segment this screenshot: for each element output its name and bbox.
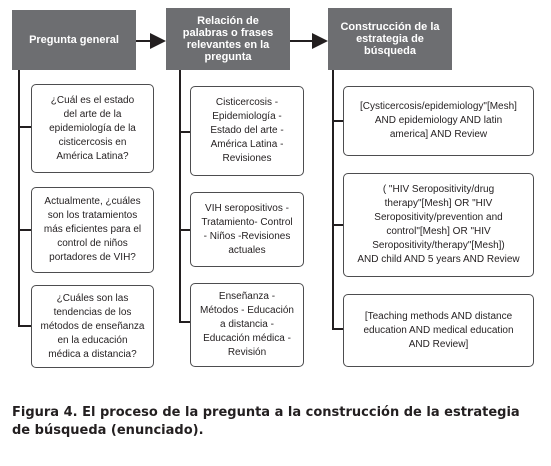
header-pregunta-general: Pregunta general	[12, 10, 136, 70]
keywords-text-1: Cisticercosis - Epidemiología - Estado d…	[210, 97, 284, 164]
header-pregunta-general-label: Pregunta general	[29, 34, 119, 46]
search-strategy-box-1: [Cysticercosis/epidemiology"[Mesh] AND e…	[343, 86, 534, 156]
keywords-box-3: Enseñanza - Métodos - Educación a distan…	[190, 283, 304, 367]
header-palabras-relevantes: Relación de palabras o frases relevantes…	[166, 8, 290, 70]
question-text-1: ¿Cuál es el estado del arte de la epidem…	[49, 94, 136, 162]
question-box-2: Actualmente, ¿cuáles son los tratamiento…	[31, 187, 154, 273]
search-strategy-text-3: [Teaching methods AND distance education…	[363, 310, 514, 350]
question-text-3: ¿Cuáles son las tendencias de los método…	[40, 292, 145, 360]
header-palabras-relevantes-label: Relación de palabras o frases relevantes…	[182, 15, 274, 63]
keywords-text-2: VIH seropositivos - Tratamiento- Control…	[201, 202, 293, 256]
keywords-text-3: Enseñanza - Métodos - Educación a distan…	[200, 291, 294, 358]
figure-caption: Figura 4. El proceso de la pregunta a la…	[12, 405, 520, 438]
question-box-3: ¿Cuáles son las tendencias de los método…	[31, 285, 154, 368]
search-strategy-box-2: ( "HIV Seropositivity/drug therapy"[Mesh…	[343, 173, 534, 277]
keywords-box-1: Cisticercosis - Epidemiología - Estado d…	[190, 86, 304, 176]
header-estrategia-busqueda: Construcción de la estrategia de búsqued…	[328, 8, 452, 70]
search-strategy-text-2: ( "HIV Seropositivity/drug therapy"[Mesh…	[357, 184, 520, 265]
question-box-1: ¿Cuál es el estado del arte de la epidem…	[31, 84, 154, 173]
search-strategy-text-1: [Cysticercosis/epidemiology"[Mesh] AND e…	[360, 101, 517, 140]
keywords-box-2: VIH seropositivos - Tratamiento- Control…	[190, 192, 304, 267]
search-strategy-box-3: [Teaching methods AND distance education…	[343, 294, 534, 367]
question-text-2: Actualmente, ¿cuáles son los tratamiento…	[43, 196, 142, 263]
header-estrategia-busqueda-label: Construcción de la estrategia de búsqued…	[340, 21, 440, 57]
